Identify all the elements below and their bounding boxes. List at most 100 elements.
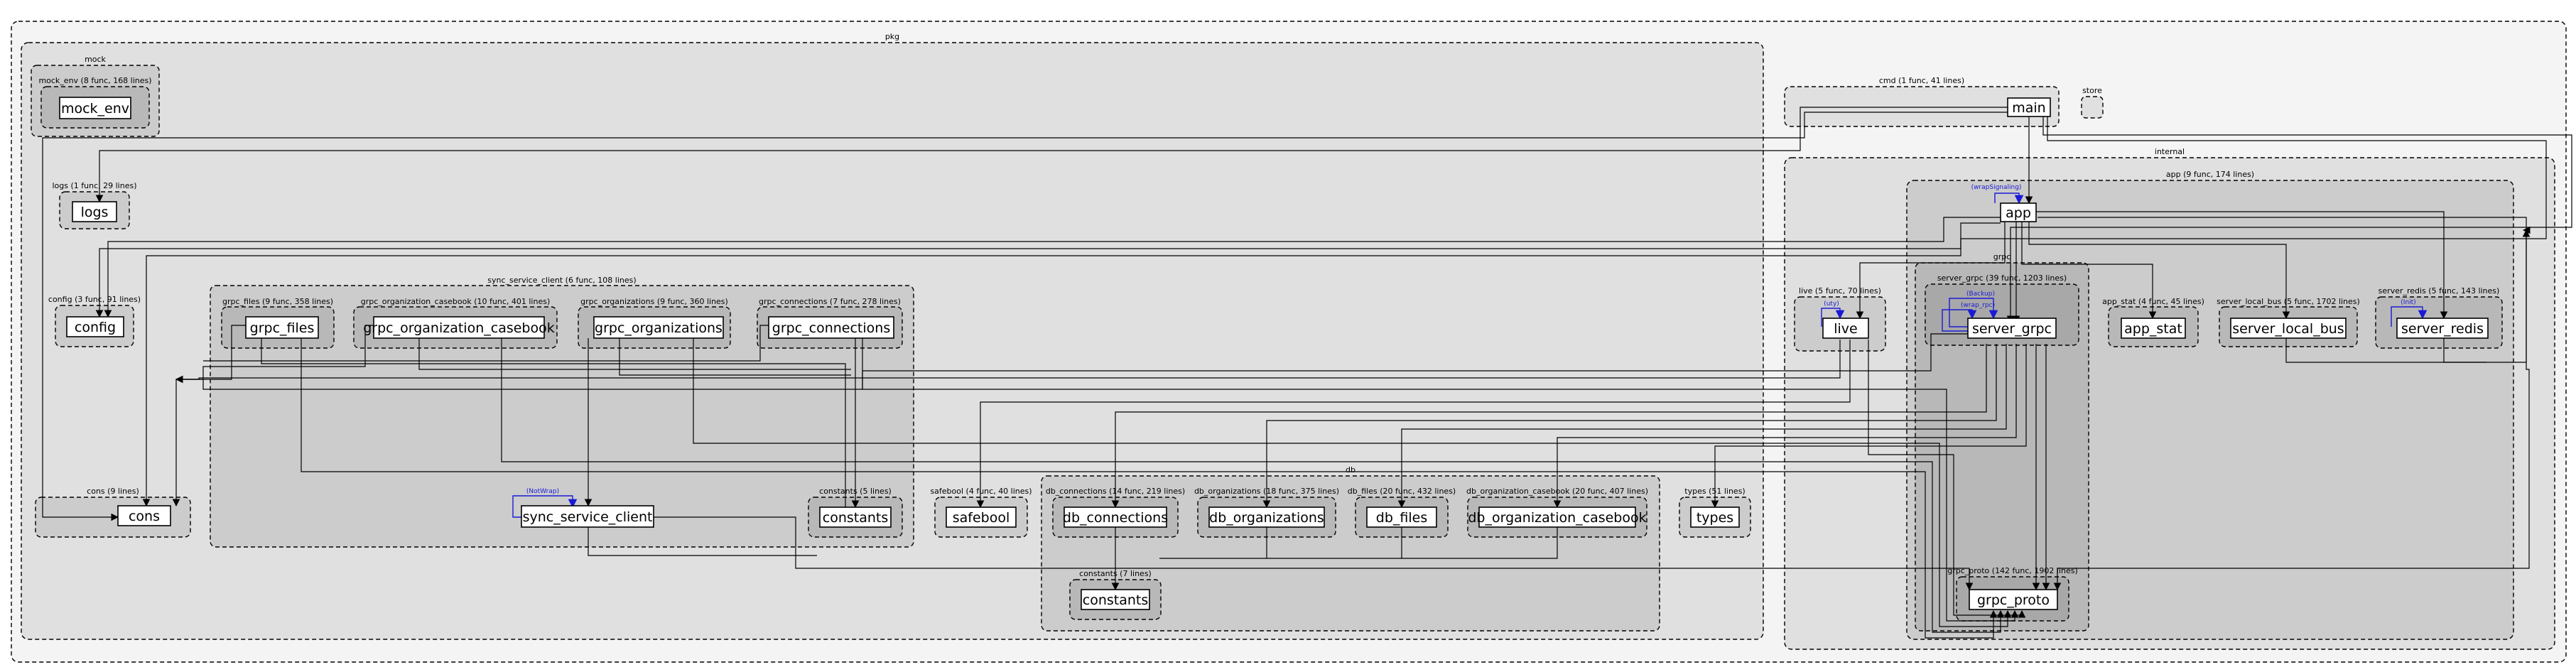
self-loop-live [1821, 308, 1845, 327]
edge-db-organization-casebook-constants [1402, 527, 1558, 559]
edge-app-server-redis [2036, 211, 2448, 320]
node-db-organization-casebook[interactable]: db_organization_casebook [1468, 506, 1647, 528]
svg-text:cons: cons [129, 509, 160, 524]
edge-app-app-stat [2021, 222, 2157, 320]
cluster-server-redis-label: server_redis (5 func, 143 lines) [2379, 286, 2500, 296]
edges [42, 107, 2572, 639]
cluster-cons-label: cons (9 lines) [87, 487, 139, 496]
edge-grpc-org-casebook-grpc-proto [501, 338, 2005, 633]
node-constants-db[interactable]: constants [1081, 589, 1150, 610]
node-grpc-organizations[interactable]: grpc_organizations [593, 316, 724, 339]
self-loop-sync-service-client [512, 495, 578, 518]
edge-main-cons [42, 112, 2008, 521]
svg-text:config: config [75, 320, 116, 335]
svg-text:sync_service_client: sync_service_client [523, 509, 653, 525]
edge-app-live [1856, 222, 2006, 320]
cluster-app-stat-label: app_stat (4 func, 45 lines) [2102, 297, 2204, 306]
node-types[interactable]: types [1690, 506, 1740, 528]
svg-text:main: main [2012, 100, 2045, 116]
node-db-files[interactable]: db_files [1366, 506, 1437, 528]
svg-text:grpc_organization_casebook: grpc_organization_casebook [363, 320, 555, 336]
cluster-server-local-bus-label: server_local_bus (5 func, 1702 lines) [2217, 297, 2360, 306]
svg-text:types: types [1696, 510, 1733, 526]
edge-sync-service-client-down [588, 527, 817, 556]
edge-grpc-files-cons [175, 325, 246, 384]
node-grpc-proto[interactable]: grpc_proto [1969, 589, 2058, 610]
svg-text:app: app [2006, 205, 2031, 221]
cluster-config-label: config (3 func, 91 lines) [48, 295, 141, 304]
cluster-grpc-connections-label: grpc_connections (7 func, 278 lines) [759, 297, 901, 306]
node-sync-service-client[interactable]: sync_service_client [521, 505, 654, 528]
node-grpc-files[interactable]: grpc_files [245, 316, 319, 339]
edge-server-grpc-types [1711, 344, 2027, 509]
node-db-organizations[interactable]: db_organizations [1208, 506, 1325, 528]
edge-server-grpc-db-organization-casebook [1553, 344, 2017, 509]
svg-text:mock_env: mock_env [61, 101, 129, 116]
node-server-redis[interactable]: server_redis [2396, 318, 2489, 339]
self-loop-server-grpc-1-label: (Backup) [1966, 291, 1995, 298]
cluster-app-label: app (9 func, 174 lines) [2166, 170, 2254, 179]
edge-grpc-connections-grpc-proto [862, 338, 2019, 622]
self-loop-sync-service-client-label: (NotWrap) [526, 488, 559, 495]
node-db-connections[interactable]: db_connections [1063, 506, 1168, 528]
node-live[interactable]: live [1822, 318, 1869, 339]
cluster-logs-label: logs (1 func, 29 lines) [52, 181, 136, 190]
self-loops: (wrapSignaling) (uty) (Backup) (wrap_rpc… [512, 184, 2428, 518]
edge-grpc-files-constants [261, 338, 846, 507]
edge-server-grpc-db-files [1397, 344, 2007, 509]
edge-sync-service-client-grpc-proto [654, 516, 1974, 591]
edge-main-server-grpc [2006, 116, 2572, 324]
edge-grpc-org-casebook-constants [418, 338, 851, 370]
cluster-grpc-label: grpc [1993, 252, 2011, 261]
edge-live-cons [172, 340, 1841, 507]
node-safebool[interactable]: safebool [946, 506, 1017, 528]
svg-text:db_organization_casebook: db_organization_casebook [1468, 510, 1646, 526]
node-app[interactable]: app [2000, 202, 2037, 222]
node-logs[interactable]: logs [72, 201, 117, 222]
node-grpc-organization-casebook[interactable]: grpc_organization_casebook [363, 316, 555, 339]
node-server-grpc[interactable]: server_grpc [1967, 318, 2057, 339]
node-grpc-connections[interactable]: grpc_connections [768, 316, 894, 339]
edge-main-config [95, 116, 2547, 318]
edge-grpc-connections-cons [203, 325, 769, 362]
svg-text:db_connections: db_connections [1063, 510, 1168, 526]
node-mock-env[interactable]: mock_env [59, 97, 131, 119]
edge-app-cons [142, 222, 2001, 507]
svg-text:app_stat: app_stat [2124, 321, 2182, 337]
nodes: mock_env logs config cons grpc_files grp… [59, 97, 2489, 610]
node-app-stat[interactable]: app_stat [2121, 318, 2186, 339]
node-main[interactable]: main [2007, 97, 2051, 117]
self-loop-server-grpc-1 [1949, 298, 1998, 327]
cluster-grpc-files-label: grpc_files (9 func, 358 lines) [222, 297, 333, 306]
svg-text:grpc_proto: grpc_proto [1977, 592, 2050, 608]
edge-main-logs [95, 107, 2008, 203]
svg-text:db_organizations: db_organizations [1209, 510, 1324, 526]
cluster-live-label: live (5 func, 70 lines) [1799, 286, 1881, 296]
cluster-mock: mock mock_env (8 func, 168 lines) [31, 55, 160, 137]
self-loop-app-label: (wrapSignaling) [1971, 184, 2022, 191]
edge-live-grpc-proto [1868, 340, 2026, 618]
svg-text:server_redis: server_redis [2401, 321, 2484, 337]
cluster-internal: internal live (5 func, 70 lines) app (9 … [1784, 147, 2555, 650]
cluster-db-label: db [1346, 465, 1355, 475]
edge-grpc-org-casebook-cons [202, 325, 374, 379]
cluster-pkg-label: pkg [885, 32, 899, 41]
node-server-local-bus[interactable]: server_local_bus [2230, 318, 2347, 339]
node-constants-ssc[interactable]: constants [819, 506, 892, 528]
cluster-sync-service-client-label: sync_service_client (6 func, 108 lines) [487, 276, 636, 285]
edge-grpc-files-grpc-proto [301, 338, 1998, 639]
svg-text:grpc_organizations: grpc_organizations [595, 320, 723, 336]
svg-text:constants: constants [823, 510, 889, 526]
svg-text:safebool: safebool [953, 510, 1010, 526]
svg-text:constants: constants [1083, 592, 1149, 608]
cluster-store: store [2081, 86, 2104, 119]
svg-text:grpc_connections: grpc_connections [772, 320, 890, 336]
cluster-mock-label: mock [85, 55, 106, 64]
node-config[interactable]: config [66, 316, 124, 337]
svg-text:server_grpc: server_grpc [1972, 321, 2052, 337]
cluster-mock-env-label: mock_env (8 func, 168 lines) [38, 76, 151, 85]
node-cons[interactable]: cons [117, 505, 171, 526]
self-loop-server-grpc-2 [1942, 309, 1977, 332]
cluster-internal-label: internal [2155, 147, 2185, 156]
